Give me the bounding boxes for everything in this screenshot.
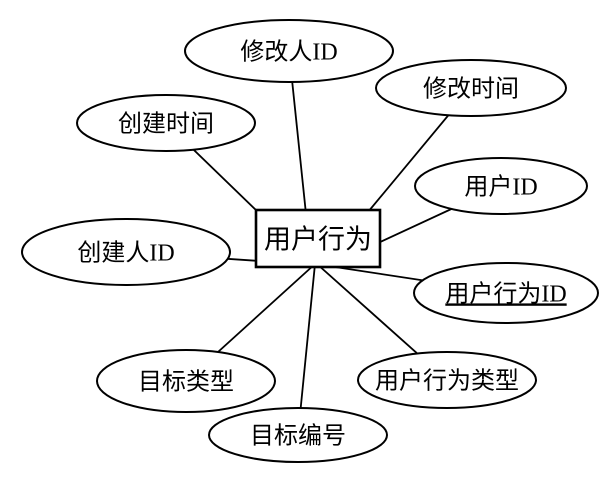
attribute-label: 创建时间 [118,110,214,137]
attribute-ellipse [184,19,394,83]
attribute-label: 修改时间 [423,75,519,102]
entity-label: 用户行为 [264,224,372,254]
attribute-ellipse [76,94,256,152]
connector-target-number [297,263,316,436]
attribute-ellipse [21,218,231,286]
attribute-node-modify-time: 修改时间 [375,59,567,117]
attribute-node-create-time: 创建时间 [76,94,256,152]
entity-node-user-behavior: 用户行为 [254,208,382,269]
attribute-ellipse [96,349,276,413]
attribute-label-primary-key: 用户行为ID [445,280,566,307]
attribute-node-creator-id: 创建人ID [21,218,231,286]
entity-rectangle [254,208,382,269]
attribute-node-target-type: 目标类型 [96,349,276,413]
attribute-node-user-behavior-type: 用户行为类型 [357,351,537,409]
attribute-node-modifier-id: 修改人ID [184,19,394,83]
attribute-ellipse [375,59,567,117]
attribute-label: 修改人ID [240,38,337,65]
attribute-ellipse [413,262,599,324]
attribute-label: 用户ID [464,173,537,200]
attribute-label: 目标编号 [250,422,346,449]
attribute-label: 用户行为类型 [375,367,519,394]
attribute-ellipse [357,351,537,409]
attribute-label: 目标类型 [138,368,234,395]
attribute-label: 创建人ID [77,239,174,266]
attribute-node-target-number: 目标编号 [208,407,388,463]
attribute-node-user-id: 用户ID [414,157,588,215]
attribute-ellipse [414,157,588,215]
attribute-ellipse [208,407,388,463]
attribute-node-user-behavior-id: 用户行为ID [413,262,599,324]
